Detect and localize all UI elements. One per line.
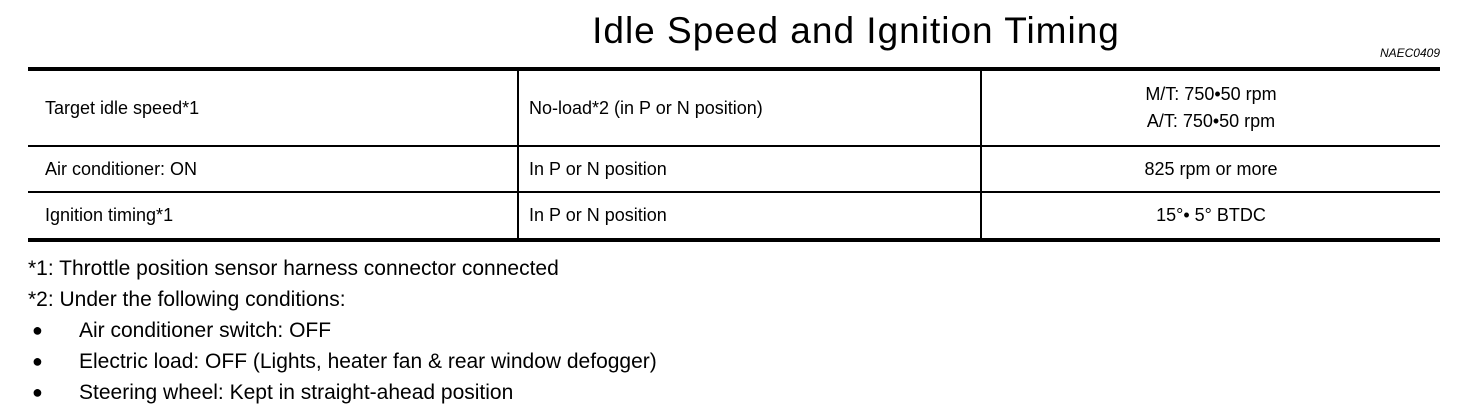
footnote: *1: Throttle position sensor harness con… — [28, 257, 559, 280]
table-row: Air conditioner: ON In P or N position 8… — [28, 146, 1440, 193]
list-item: ● Electric load: OFF (Lights, heater fan… — [28, 346, 657, 377]
footnote: *2: Under the following conditions: — [28, 288, 346, 311]
value-line: A/T: 750•50 rpm — [1146, 111, 1276, 131]
value-cell: 15°• 5° BTDC — [981, 192, 1440, 240]
bullet-icon: ● — [32, 320, 43, 340]
bullet-icon: ● — [32, 351, 43, 371]
condition-text: Air conditioner switch: OFF — [79, 319, 332, 342]
item-cell: Target idle speed*1 — [28, 69, 519, 147]
condition-text: Electric load: OFF (Lights, heater fan &… — [79, 350, 657, 373]
value-cell: M/T: 750•50 rpm A/T: 750•50 rpm — [981, 69, 1440, 147]
condition-cell: In P or N position — [518, 192, 982, 240]
value-line: M/T: 750•50 rpm — [1145, 84, 1277, 104]
list-item: ● Steering wheel: Kept in straight-ahead… — [28, 377, 657, 408]
item-cell: Ignition timing*1 — [28, 192, 519, 240]
bullet-icon: ● — [32, 382, 43, 402]
condition-text: Steering wheel: Kept in straight-ahead p… — [79, 381, 514, 404]
table-row: Target idle speed*1 No-load*2 (in P or N… — [28, 69, 1440, 147]
reference-code: NAEC0409 — [1379, 46, 1440, 60]
footnotes: *1: Throttle position sensor harness con… — [28, 253, 657, 408]
list-item: ● Air conditioner switch: OFF — [28, 315, 657, 346]
value-cell: 825 rpm or more — [981, 146, 1440, 193]
value-line: 15°• 5° BTDC — [1156, 205, 1266, 225]
conditions-list: ● Air conditioner switch: OFF ● Electric… — [28, 315, 657, 408]
condition-cell: In P or N position — [518, 146, 982, 193]
condition-cell: No-load*2 (in P or N position) — [518, 69, 982, 147]
value-line: 825 rpm or more — [1144, 158, 1278, 179]
page-title: Idle Speed and Ignition Timing — [592, 10, 1120, 51]
spec-table: Target idle speed*1 No-load*2 (in P or N… — [28, 67, 1440, 242]
table-row: Ignition timing*1 In P or N position 15°… — [28, 192, 1440, 240]
item-cell: Air conditioner: ON — [28, 146, 519, 193]
